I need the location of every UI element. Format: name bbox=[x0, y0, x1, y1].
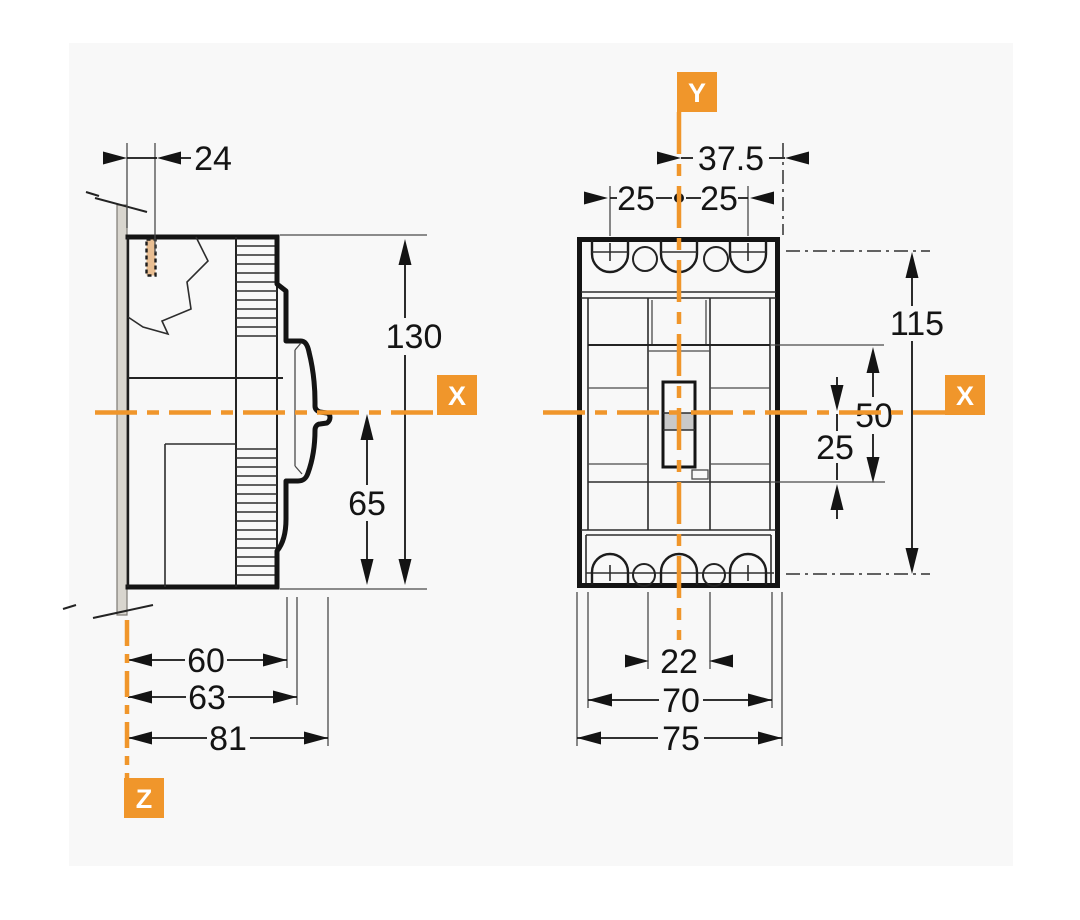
bottom-hole-left bbox=[632, 563, 656, 587]
top-screw-slots bbox=[592, 243, 766, 261]
plate-break-marks bbox=[62, 191, 154, 619]
dim-front-height: 115 bbox=[890, 252, 944, 574]
axis-z-box bbox=[124, 778, 164, 818]
axis-x-box-side bbox=[437, 375, 477, 415]
dim-24-value: 24 bbox=[194, 140, 232, 178]
axis-z-marker: Z bbox=[124, 778, 164, 818]
axis-y-marker: Y bbox=[677, 72, 717, 112]
dim-75-arrows bbox=[577, 731, 782, 745]
width-extension-lines bbox=[576, 592, 783, 746]
dim-75-value: 75 bbox=[662, 720, 700, 758]
side-view: 24 130 65 60 63 81 bbox=[62, 140, 477, 818]
dim-65-value: 65 bbox=[348, 485, 386, 523]
dim-60-value: 60 bbox=[187, 642, 225, 680]
dim-25v-value: 25 bbox=[816, 429, 854, 467]
dim-side-height: 130 bbox=[386, 239, 443, 585]
axis-x-label-front: X bbox=[956, 381, 974, 411]
dim-63-value: 63 bbox=[188, 679, 226, 717]
drawing-panel bbox=[69, 43, 1013, 866]
dim-81-value: 81 bbox=[209, 720, 247, 758]
dim-25-right-value: 25 bbox=[700, 180, 738, 218]
indicator-window bbox=[691, 469, 709, 480]
pitch-extension-lines bbox=[609, 186, 749, 236]
axis-x-marker-side: X bbox=[437, 375, 477, 415]
axis-x-box-front bbox=[945, 375, 985, 415]
bottom-hole-right bbox=[702, 563, 726, 587]
trip-unit-lines bbox=[651, 300, 707, 345]
axis-z-label: Z bbox=[136, 784, 153, 814]
dim-37-5-value: 37.5 bbox=[698, 140, 764, 178]
datum-reference-lines bbox=[782, 143, 930, 575]
front-profile-handle bbox=[274, 234, 333, 590]
dim-22-arrows bbox=[625, 654, 733, 668]
dim-25v-arrows bbox=[830, 385, 844, 510]
cutaway-break-line bbox=[127, 236, 209, 336]
dim-81-arrows bbox=[128, 731, 328, 745]
dim-25-left-value: 25 bbox=[617, 180, 655, 218]
front-view: 37.5 25 25 115 50 25 bbox=[543, 72, 985, 758]
dim-side-center-to-base: 65 bbox=[348, 414, 386, 585]
edge-extension-lines bbox=[280, 234, 427, 590]
dim-side-depths: 60 63 81 bbox=[128, 597, 329, 758]
top-hole-left bbox=[632, 246, 658, 272]
top-hole-right bbox=[703, 246, 729, 272]
axis-y-label: Y bbox=[688, 78, 706, 108]
rib-fins bbox=[236, 245, 277, 576]
hidden-screw bbox=[145, 238, 157, 277]
dim-side-mount: 24 bbox=[103, 140, 232, 253]
body-top-bottom-edges bbox=[125, 234, 280, 590]
mounting-plate bbox=[116, 204, 128, 616]
handle-escutcheon-line bbox=[294, 342, 303, 475]
axis-x-label-side: X bbox=[448, 381, 466, 411]
dim-front-face-height: 50 bbox=[855, 347, 893, 483]
face-extension-lines bbox=[770, 344, 885, 483]
dim-115-value: 115 bbox=[890, 305, 944, 343]
dim-front-widths: 22 70 75 bbox=[576, 592, 783, 758]
bottom-screw-slots bbox=[609, 565, 749, 581]
axis-x-marker-front: X bbox=[945, 375, 985, 415]
bottom-terminal-screws bbox=[590, 552, 768, 585]
dim-22-value: 22 bbox=[660, 643, 698, 681]
dim-70-value: 70 bbox=[662, 682, 700, 720]
dim-50-value: 50 bbox=[855, 397, 893, 435]
dim-front-pole-pitch: 25 25 bbox=[584, 180, 774, 236]
dim-24-arrows bbox=[103, 151, 181, 165]
dim-130-value: 130 bbox=[386, 318, 443, 356]
dim-front-center-to-face: 25 bbox=[816, 377, 854, 519]
depth-extension-lines bbox=[286, 597, 329, 746]
lower-compartment bbox=[164, 443, 236, 587]
axis-y-box bbox=[677, 72, 717, 112]
dim-front-center-to-edge: 37.5 bbox=[657, 140, 809, 178]
